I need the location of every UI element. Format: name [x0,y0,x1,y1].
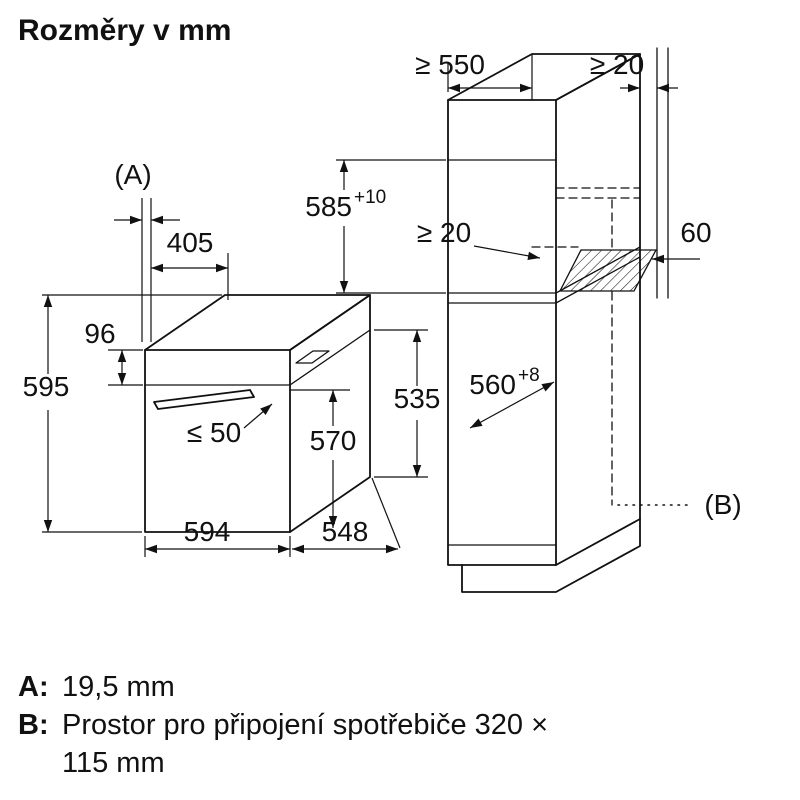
oven-door-handle [153,389,255,410]
oven-vent-slot [295,350,330,364]
dim-96-label: 96 [84,318,115,349]
wall-lines [656,47,669,299]
dim-560-tolerance: +8 [518,365,540,386]
diagram-labels: Rozměry v mm (A) 405 96 595 ≤ 50 570 535… [18,14,742,547]
dim-585-extension [336,159,446,294]
cabinet-drawing [447,47,693,593]
oven-drawing [144,294,371,533]
dim-96-extension [108,349,143,386]
oven-top-face [144,294,371,351]
cabinet-right-face [555,53,641,566]
legend: A: 19,5 mm B: Prostor pro připojení spot… [18,671,548,779]
vent-hatch-area [558,249,658,292]
dim-535-label: 535 [394,383,441,414]
dim-585-tolerance: +10 [354,187,386,208]
dim-405-label: 405 [167,227,214,258]
dim-ge20-inner-label: ≥ 20 [417,217,471,248]
cabinet-shelf [447,246,641,304]
page-title: Rozměry v mm [18,14,231,47]
legend-b-key: B: [18,709,49,741]
dim-595-label: 595 [23,371,70,402]
oven-dimension-lines [42,198,428,557]
dim-ge20-top-label: ≥ 20 [590,49,644,80]
oven-right-face [289,294,371,533]
cabinet-dimension-lines [336,54,700,429]
dim-ge550-label: ≥ 550 [415,49,485,80]
dim-a-label: (A) [114,159,151,190]
hidden-edges-dashed [531,187,641,506]
dim-le50-label: ≤ 50 [187,417,241,448]
dim-560-label: 560 [469,369,516,400]
legend-a-key: A: [18,671,49,703]
dim-560-line [469,381,555,429]
dim-le50-leader [243,403,273,429]
oven-control-panel-line [144,329,371,386]
dim-595-extension [42,294,222,533]
legend-a-value: 19,5 mm [62,671,175,703]
dim-570-label: 570 [310,425,357,456]
dim-a-extension [141,198,152,342]
dim-585-label: 585 [305,191,352,222]
dim-548-label: 548 [322,516,369,547]
cabinet-plinth [461,518,641,593]
dim-594-label: 594 [184,516,231,547]
cabinet-front-frame [447,99,557,566]
legend-b-value-line1: Prostor pro připojení spotřebiče 320 × [62,709,548,741]
dim-548-extension [371,477,401,549]
dim-60-label: 60 [680,217,711,248]
legend-b-value-line2: 115 mm [62,747,165,779]
dim-ge20-inner-leader [473,245,541,260]
dim-b-label: (B) [704,489,741,520]
